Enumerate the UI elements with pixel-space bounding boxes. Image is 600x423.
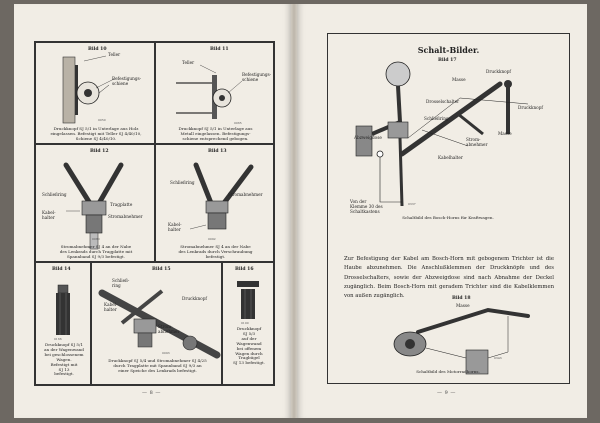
label-masse-right: Masse: [498, 131, 512, 136]
steering-hub-drawing: [189, 162, 254, 230]
figure-caption: Druckknopf SJ 5/1 in Unterlage aus Metal…: [178, 126, 253, 141]
figure-bild-12: Bild 12 Schließring Tragplatte Kabel- ha…: [35, 144, 155, 262]
label-von-der-klemme: Von der Klemme 30 des Schaltkastens: [350, 199, 383, 214]
label-kabelhalter: Kabel- halter: [42, 210, 56, 220]
label-druckknopf: Druckknopf: [182, 296, 207, 301]
figure-number: 0092: [208, 237, 216, 241]
figure-caption: Druckknopf SJ 5/3 auf der Wagenwand bei …: [233, 326, 265, 366]
wall-button-drawing: [237, 281, 259, 319]
label-drosselschalter: Drosselschalter: [426, 99, 460, 104]
figure-bild-10: Bild 10 Teller Befestigungs- schiene 005…: [35, 42, 155, 144]
figure-number: 0343: [494, 356, 502, 360]
figure-caption: Druckknopf SJ 5/4 und Stromabnehmer SJ 4…: [108, 358, 207, 373]
figure-caption: Druckknopf SJ 5/1 an der Wagenwand bei g…: [44, 342, 84, 377]
label-schliessring: Schließring: [170, 180, 195, 185]
figure-caption: Stromabnehmer SJ 4 an der Nabe des Lenkr…: [178, 244, 253, 259]
figure-caption: Schaltbild des Motorradhorns.: [416, 369, 480, 374]
figure-number: 0166: [54, 337, 62, 341]
page-number: — 9 —: [437, 390, 456, 396]
label-teller: Teller: [108, 52, 121, 57]
book-gutter: [291, 4, 297, 418]
spoke-mount-drawing: [98, 289, 221, 359]
figure-number: 0100: [241, 321, 249, 325]
label-tragplatte: Tragplatte: [110, 202, 133, 207]
figure-bild-16: Bild 16 0100 Druckknopf SJ 5/3 auf der W…: [222, 262, 274, 385]
figure-title: Bild 12: [90, 149, 109, 154]
label-druckknopf-top: Druckknopf: [486, 69, 511, 74]
figure-grid: Bild 10 Teller Befestigungs- schiene 005…: [34, 41, 275, 386]
figure-caption: Druckknopf SJ 5/1 in Unterlage aus Holz …: [50, 126, 142, 141]
label-schliessring: Schließ- ring: [112, 278, 130, 288]
label-stromabnehmer: Stromabnehmer: [228, 192, 263, 197]
wall-button-drawing: [56, 284, 70, 335]
left-page: Bild 10 Teller Befestigungs- schiene 005…: [14, 4, 291, 418]
figure-title: Bild 15: [152, 267, 171, 272]
label-kabelhalter: Kabel- halter: [104, 302, 118, 312]
body-paragraph: Zur Befestigung der Kabel am Bosch-Horn …: [344, 256, 554, 300]
motorcycle-horn-diagram: [393, 307, 530, 375]
figure-title: Bild 13: [208, 149, 227, 154]
wiring-diagrams-box: Schalt-Bilder. Bild 17 Druckknopf Masse …: [327, 33, 570, 384]
label-schliessring: Schließring: [42, 192, 67, 197]
label-stromabnehmer: Stromabnehmer: [108, 214, 143, 219]
figure-title: Bild 18: [452, 296, 471, 301]
figure-bild-15: Bild 15 Schließ- ring Druckknopf Kabel- …: [91, 262, 222, 385]
label-druckknopf-right: Druckknopf: [518, 105, 543, 110]
horn-wiring-diagram: [355, 61, 529, 207]
label-kabelhalter: Kabelhalter: [438, 155, 463, 160]
label-masse-top: Masse: [452, 77, 466, 82]
label-schiene: Befestigungs- schiene: [242, 72, 272, 82]
figure-title: Bild 17: [438, 58, 457, 63]
label-kabelhalter: Kabel- halter: [168, 222, 182, 232]
figure-number: 0050: [98, 118, 106, 122]
figure-number: 0080: [92, 237, 100, 241]
label-stromabnehmer: Strom- abnehmer: [466, 137, 488, 147]
horn-button-drawing: [62, 55, 115, 124]
figure-title: Bild 14: [52, 267, 71, 272]
figure-title: Bild 10: [88, 47, 107, 52]
label-masse: Masse: [456, 303, 470, 308]
horn-button-drawing: [176, 64, 243, 119]
figure-bild-11: Bild 11 Teller Befestigungs- schiene 006…: [155, 42, 274, 144]
figure-caption: Stromabnehmer SJ 4 an der Nabe des Lenkr…: [59, 244, 133, 259]
figure-bild-13: Bild 13 Schließring Stromabnehmer Kabel-…: [155, 144, 274, 262]
figure-title: Bild 16: [235, 267, 254, 272]
figure-number: 0065: [234, 121, 242, 125]
figure-bild-14: Bild 14 0166 Druckknopf SJ 5/1 an der Wa…: [35, 262, 91, 385]
figure-number: 0093: [162, 351, 170, 355]
figure-number: 0337: [408, 202, 416, 206]
figure-title: Bild 11: [210, 47, 229, 52]
page-title: Schalt-Bilder.: [417, 45, 480, 55]
label-schiene: Befestigungs- schiene: [112, 76, 142, 86]
label-teller: Teller: [182, 60, 195, 65]
page-number: — 8 —: [142, 390, 161, 396]
right-page: Schalt-Bilder. Bild 17 Druckknopf Masse …: [297, 4, 587, 418]
label-stromabnehmer: Strom- abnehmer: [158, 324, 180, 334]
label-schliessring: Schließring: [424, 116, 449, 121]
figure-caption: Schaltbild des Bosch-Horns für Kraftwage…: [402, 215, 494, 220]
steering-hub-drawing: [63, 162, 124, 250]
label-abzweigdose: Abzweigdose: [354, 135, 382, 140]
